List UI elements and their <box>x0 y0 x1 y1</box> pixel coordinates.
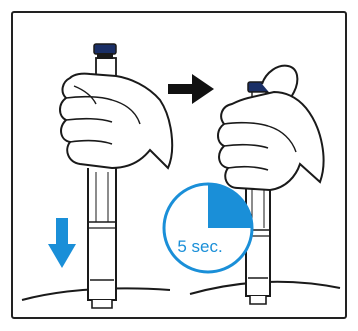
timer-clock: 5 sec. <box>162 182 254 274</box>
left-pen-step <box>59 43 174 309</box>
timer-label: 5 sec. <box>177 237 222 256</box>
right-arrow-icon <box>168 74 214 104</box>
timer-elapsed-wedge <box>208 184 252 228</box>
pen-cap-left <box>93 43 117 55</box>
figure-frame <box>11 11 347 319</box>
hand-right <box>217 90 325 192</box>
down-arrow-icon <box>48 218 76 268</box>
right-pen-step <box>217 64 325 305</box>
